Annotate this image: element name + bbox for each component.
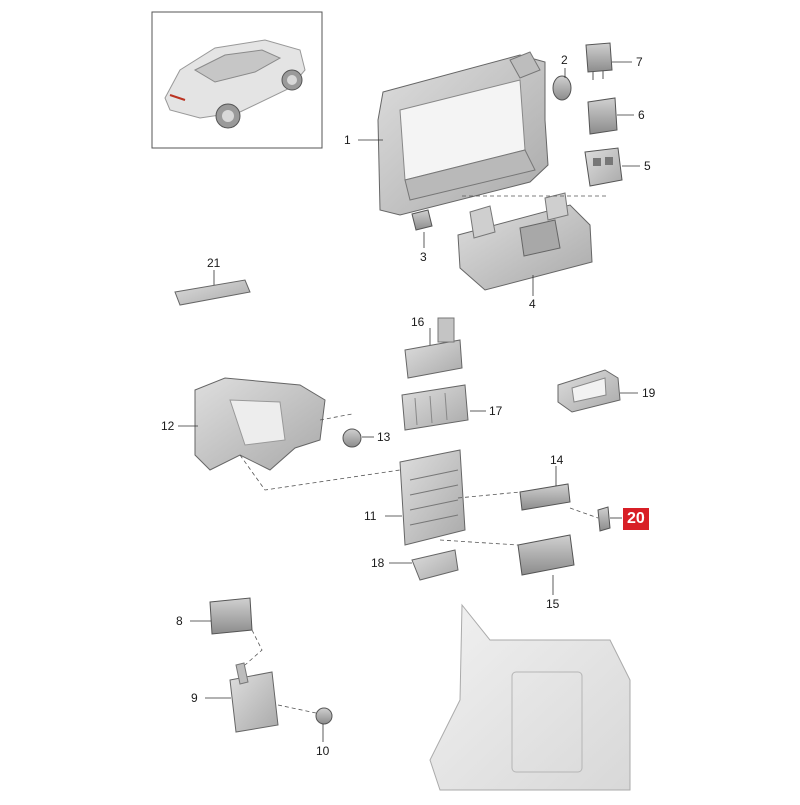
callout-16: 16: [411, 315, 425, 329]
callout-8: 8: [176, 614, 183, 628]
part-15-control-unit: [517, 534, 575, 576]
part-13-grommet: [342, 428, 362, 448]
leader-lines: [178, 61, 640, 742]
part-21-strip: [174, 279, 251, 306]
part-19-bracket: [557, 369, 621, 413]
part-1-bracket: [377, 51, 549, 216]
part-3-clip: [411, 209, 433, 231]
trim-panel: [429, 603, 631, 791]
callout-19: 19: [642, 386, 656, 400]
part-18-clip: [411, 549, 459, 581]
part-4-relay-carrier: [457, 192, 593, 291]
callout-2: 2: [561, 53, 568, 67]
callout-21: 21: [207, 256, 221, 270]
callout-13: 13: [377, 430, 391, 444]
callout-10: 10: [316, 744, 330, 758]
part-9-holder: [229, 662, 279, 733]
callout-15: 15: [546, 597, 560, 611]
part-12-bracket: [194, 377, 326, 471]
callout-5: 5: [644, 159, 651, 173]
callout-6: 6: [638, 108, 645, 122]
vehicle-thumbnail: [151, 11, 323, 149]
part-6-relay: [587, 97, 618, 135]
part-17-fuse-block: [401, 384, 469, 431]
callout-4: 4: [529, 297, 536, 311]
callout-18: 18: [371, 556, 385, 570]
part-8-relay: [209, 597, 253, 635]
part-10-grommet: [315, 707, 333, 725]
part-11-fuse-carrier: [399, 449, 466, 546]
callout-14: 14: [550, 453, 564, 467]
callout-1: 1: [344, 133, 351, 147]
part-20-connector: [597, 506, 611, 532]
part-16-housing: [404, 317, 463, 379]
callout-20-highlighted: 20: [623, 508, 649, 530]
callout-3: 3: [420, 250, 427, 264]
callout-12: 12: [161, 419, 175, 433]
car-illustration: [164, 39, 306, 129]
part-5-relay-socket: [584, 147, 623, 187]
callout-17: 17: [489, 404, 503, 418]
dashed-links: [239, 195, 607, 714]
callout-11: 11: [364, 509, 377, 523]
callout-9: 9: [191, 691, 198, 705]
part-7-relay: [585, 42, 613, 80]
callout-7: 7: [636, 55, 643, 69]
part-2-grommet: [552, 75, 572, 101]
part-14-module: [519, 483, 571, 511]
